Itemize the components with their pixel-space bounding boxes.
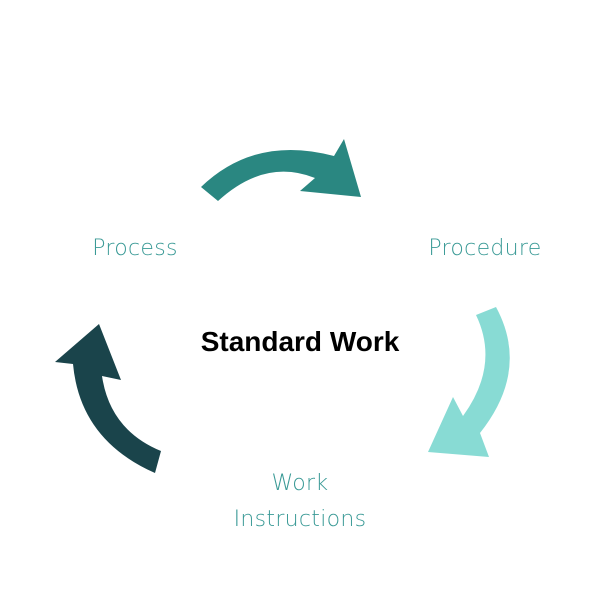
node-procedure: Procedure <box>428 236 542 261</box>
arrow-work-instructions-to-process-icon <box>55 324 161 473</box>
node-process: Process <box>92 236 178 261</box>
arrow-process-to-procedure-icon <box>201 139 361 201</box>
diagram-title: Standard Work <box>200 326 400 357</box>
arrow-procedure-to-work-instructions-icon <box>428 307 510 457</box>
node-work-instructions-line2: Instructions <box>233 507 367 532</box>
node-work-instructions-line1: Work <box>271 471 329 496</box>
